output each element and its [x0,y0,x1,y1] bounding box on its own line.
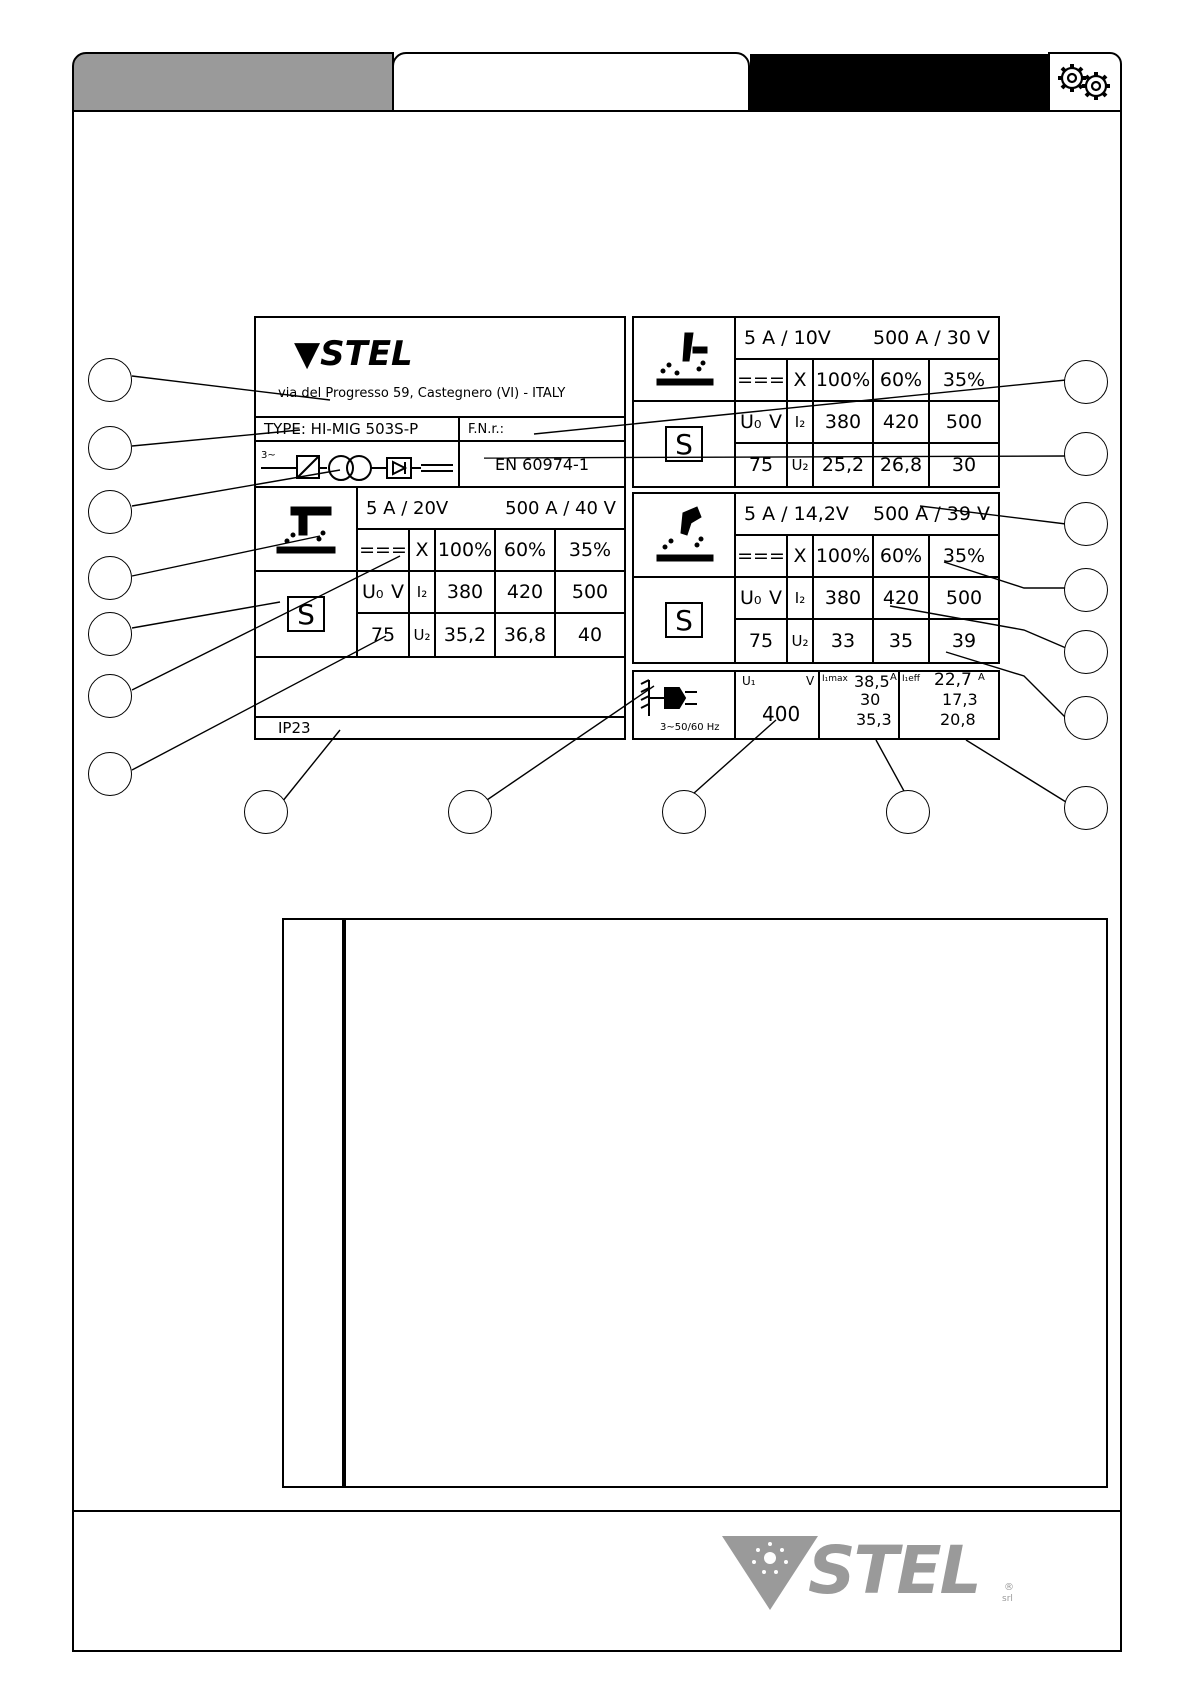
supply-i1max-label: I₁max [822,674,848,684]
tig-torch-icon [656,506,714,562]
mma-voltage-35: 40 [554,612,626,658]
callout-circle [1064,502,1108,546]
plate-brand-logo: ▼STEL [294,334,413,374]
callout-circle [1064,786,1108,830]
legend-box [282,918,1108,1488]
supply-i1eff-1: 22,7 [934,670,972,690]
supply-u1-unit: V [806,674,815,688]
supply-i1eff-3: 20,8 [940,710,976,729]
callout-circle [88,674,132,718]
callout-circle [1064,360,1108,404]
callout-circle [88,556,132,600]
header-tab-middle [392,52,750,112]
tig-s-symbol: S [665,602,703,638]
callout-circle [1064,432,1108,476]
supply-i1max-unit: A [890,672,897,683]
plate-logo-triangle-icon: ▼ [294,334,321,374]
gears-icon [1058,64,1110,100]
supply-i1max-1: 38,5 [854,672,890,691]
supply-i1eff-cell [898,670,1000,740]
supply-i1eff-unit: A [978,672,985,683]
callout-circle [88,612,132,656]
supply-i1max-2: 30 [860,690,881,709]
stel-logo-triangle-icon [722,1536,818,1610]
legend-column-divider [342,918,346,1488]
callout-circle [88,490,132,534]
footer-divider [72,1510,1122,1512]
footer-logo-reg: ® [1004,1582,1014,1593]
footer-logo: STEL ® srl [722,1532,1022,1612]
supply-u1-label: U₁ [742,674,756,688]
page-frame [72,110,1122,1652]
header-tab-right [750,54,1050,112]
callout-circle [88,752,132,796]
electrode-holder-icon [276,506,336,554]
supply-phase-label: 3~50/60 Hz [660,722,720,733]
inverter-transformer-rectifier-icon: 3~ [261,450,453,481]
plate-ip-cell: IP23 [254,716,626,740]
supply-i1max-3: 35,3 [856,710,892,729]
callout-circle [662,790,706,834]
mig-s-symbol: S [665,426,703,462]
callout-circle [448,790,492,834]
settings-gear-box [1048,52,1122,112]
header-tab-left [72,52,394,112]
mig-voltage-35: 30 [928,442,1000,488]
mains-plug-icon [640,679,697,716]
supply-u1-value: 400 [762,702,801,726]
mig-torch-icon [656,332,714,386]
plate-address: via del Progresso 59, Castegnero (VI) - … [278,386,566,401]
supply-i1eff-2: 17,3 [942,690,978,709]
svg-text:3~: 3~ [261,450,276,461]
supply-i1eff-label: I₁eff [902,674,920,684]
callout-circle [886,790,930,834]
callout-circle [88,426,132,470]
callout-circle [1064,630,1108,674]
callout-circle [244,790,288,834]
callout-circle [88,358,132,402]
footer-logo-srl: srl [1002,1594,1013,1604]
callout-circle [1064,696,1108,740]
footer-logo-text: STEL [808,1532,982,1609]
rating-plate: ▼STEL via del Progresso 59, Castegnero (… [254,316,1000,740]
callout-circle [1064,568,1108,612]
